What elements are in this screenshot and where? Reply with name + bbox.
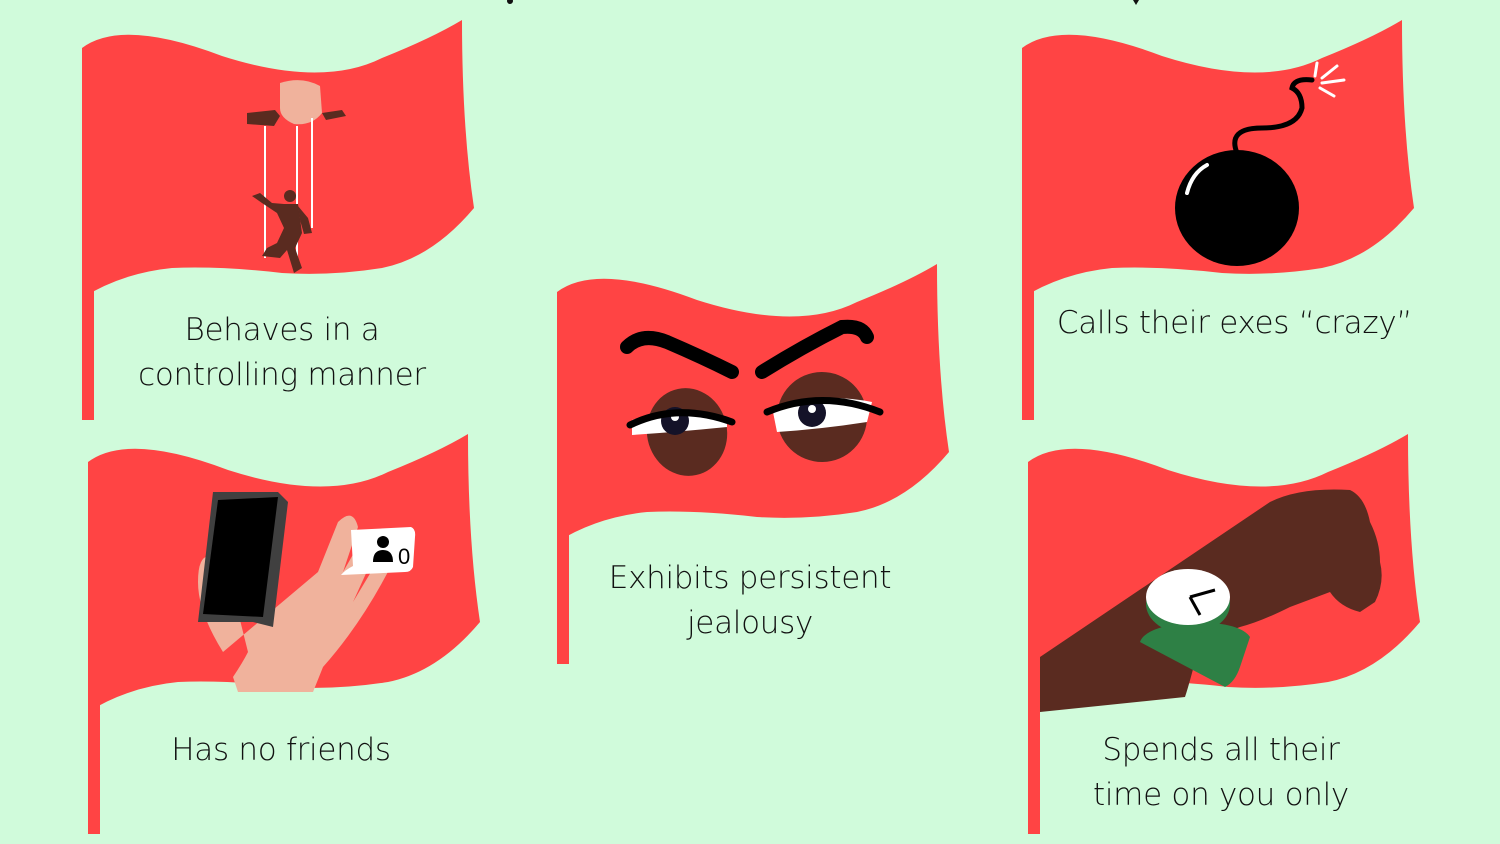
- angry-eyes-icon: [620, 319, 884, 476]
- caption-line: Behaves in a: [184, 312, 380, 348]
- flag-no-friends: 0 Has no friends: [88, 432, 488, 834]
- flag-shape: [82, 20, 474, 420]
- flag-time: Spends all their time on you only: [1028, 432, 1428, 834]
- flag-jealousy: Exhibits persistent jealousy: [557, 262, 957, 664]
- caption-line: Exhibits persistent: [608, 560, 892, 596]
- wristwatch-icon: [1040, 489, 1382, 712]
- caption-line: Spends all their: [1102, 732, 1340, 768]
- caption-line: jealousy: [686, 605, 813, 641]
- svg-text:0: 0: [398, 544, 410, 569]
- flag-controlling: Behaves in a controlling manner: [82, 18, 482, 420]
- flag-shape: [88, 434, 480, 834]
- flag-crazy-exes: Calls their exes “crazy”: [1022, 18, 1422, 420]
- puppet-icon: [247, 80, 346, 273]
- caption-line: Calls their exes “crazy”: [1056, 305, 1413, 341]
- caption-line: time on you only: [1093, 777, 1349, 813]
- caption-line: Has no friends: [171, 732, 391, 768]
- bomb-icon: [1175, 61, 1346, 266]
- phone-hand-icon: 0: [198, 492, 416, 692]
- caption-line: controlling manner: [138, 357, 426, 393]
- title-fragment: [507, 0, 1139, 5]
